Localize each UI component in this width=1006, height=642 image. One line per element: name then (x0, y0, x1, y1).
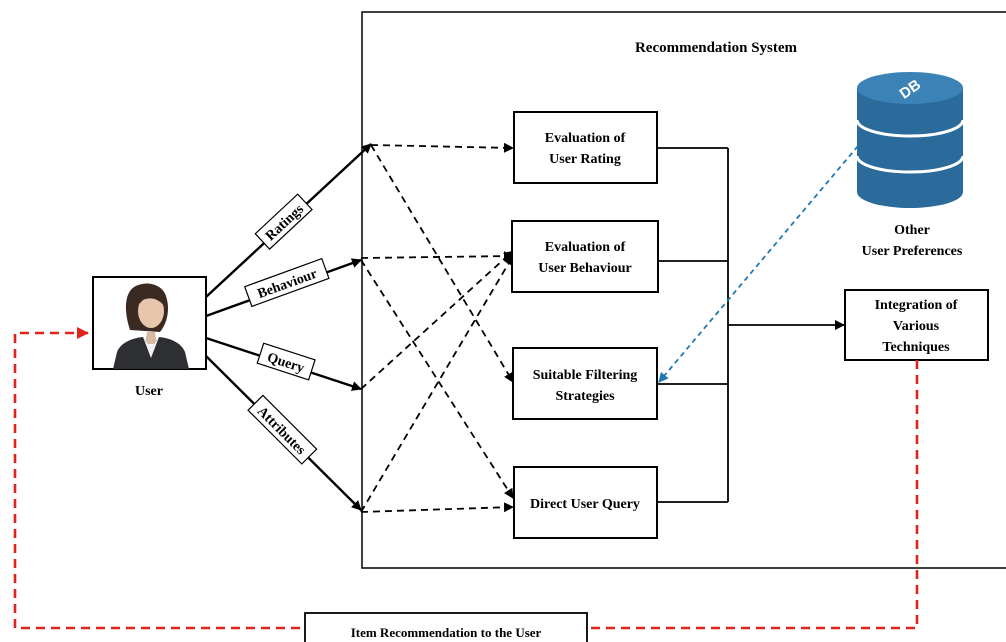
module-rating: Evaluation of User Rating (513, 111, 658, 184)
database-caption-line1: Other (894, 223, 930, 238)
module-query-line1: Direct User Query (530, 497, 640, 512)
integration-node: Integration of Various Techniques (844, 289, 989, 361)
user-label: User (135, 384, 163, 399)
module-behaviour-line2: User Behaviour (538, 261, 631, 276)
output-label: Item Recommendation to the User (351, 625, 542, 640)
module-filtering: Suitable Filtering Strategies (512, 347, 658, 420)
database-icon: DB (855, 72, 965, 208)
module-behaviour-line1: Evaluation of (545, 240, 626, 255)
user-node: User (92, 276, 207, 399)
module-rating-line2: User Rating (549, 152, 621, 167)
module-rating-line1: Evaluation of (545, 131, 626, 146)
module-filtering-line1: Suitable Filtering (533, 368, 638, 383)
module-filtering-line2: Strategies (555, 389, 615, 404)
label-behaviour: Behaviour (243, 257, 330, 308)
user-avatar-icon (113, 283, 189, 369)
system-container (361, 11, 1006, 569)
integration-line3: Techniques (882, 340, 950, 355)
label-query: Query (256, 342, 316, 381)
label-attributes-text: Attributes (254, 404, 308, 458)
database-caption-line2: User Preferences (862, 244, 963, 259)
combiner-bracket (657, 147, 845, 503)
module-query: Direct User Query (513, 466, 658, 539)
input-arrows (205, 143, 372, 511)
feedback-loop-arrow (13, 327, 919, 630)
output-node: Item Recommendation to the User (304, 612, 588, 642)
module-behaviour: Evaluation of User Behaviour (511, 220, 659, 293)
system-title: Recommendation System (635, 40, 798, 56)
database-link-arrow (658, 145, 859, 383)
routing-arrows (360, 142, 514, 513)
label-ratings: Ratings (254, 193, 313, 250)
integration-line2: Various (893, 319, 940, 334)
integration-line1: Integration of (875, 298, 958, 313)
label-attributes: Attributes (247, 394, 318, 465)
